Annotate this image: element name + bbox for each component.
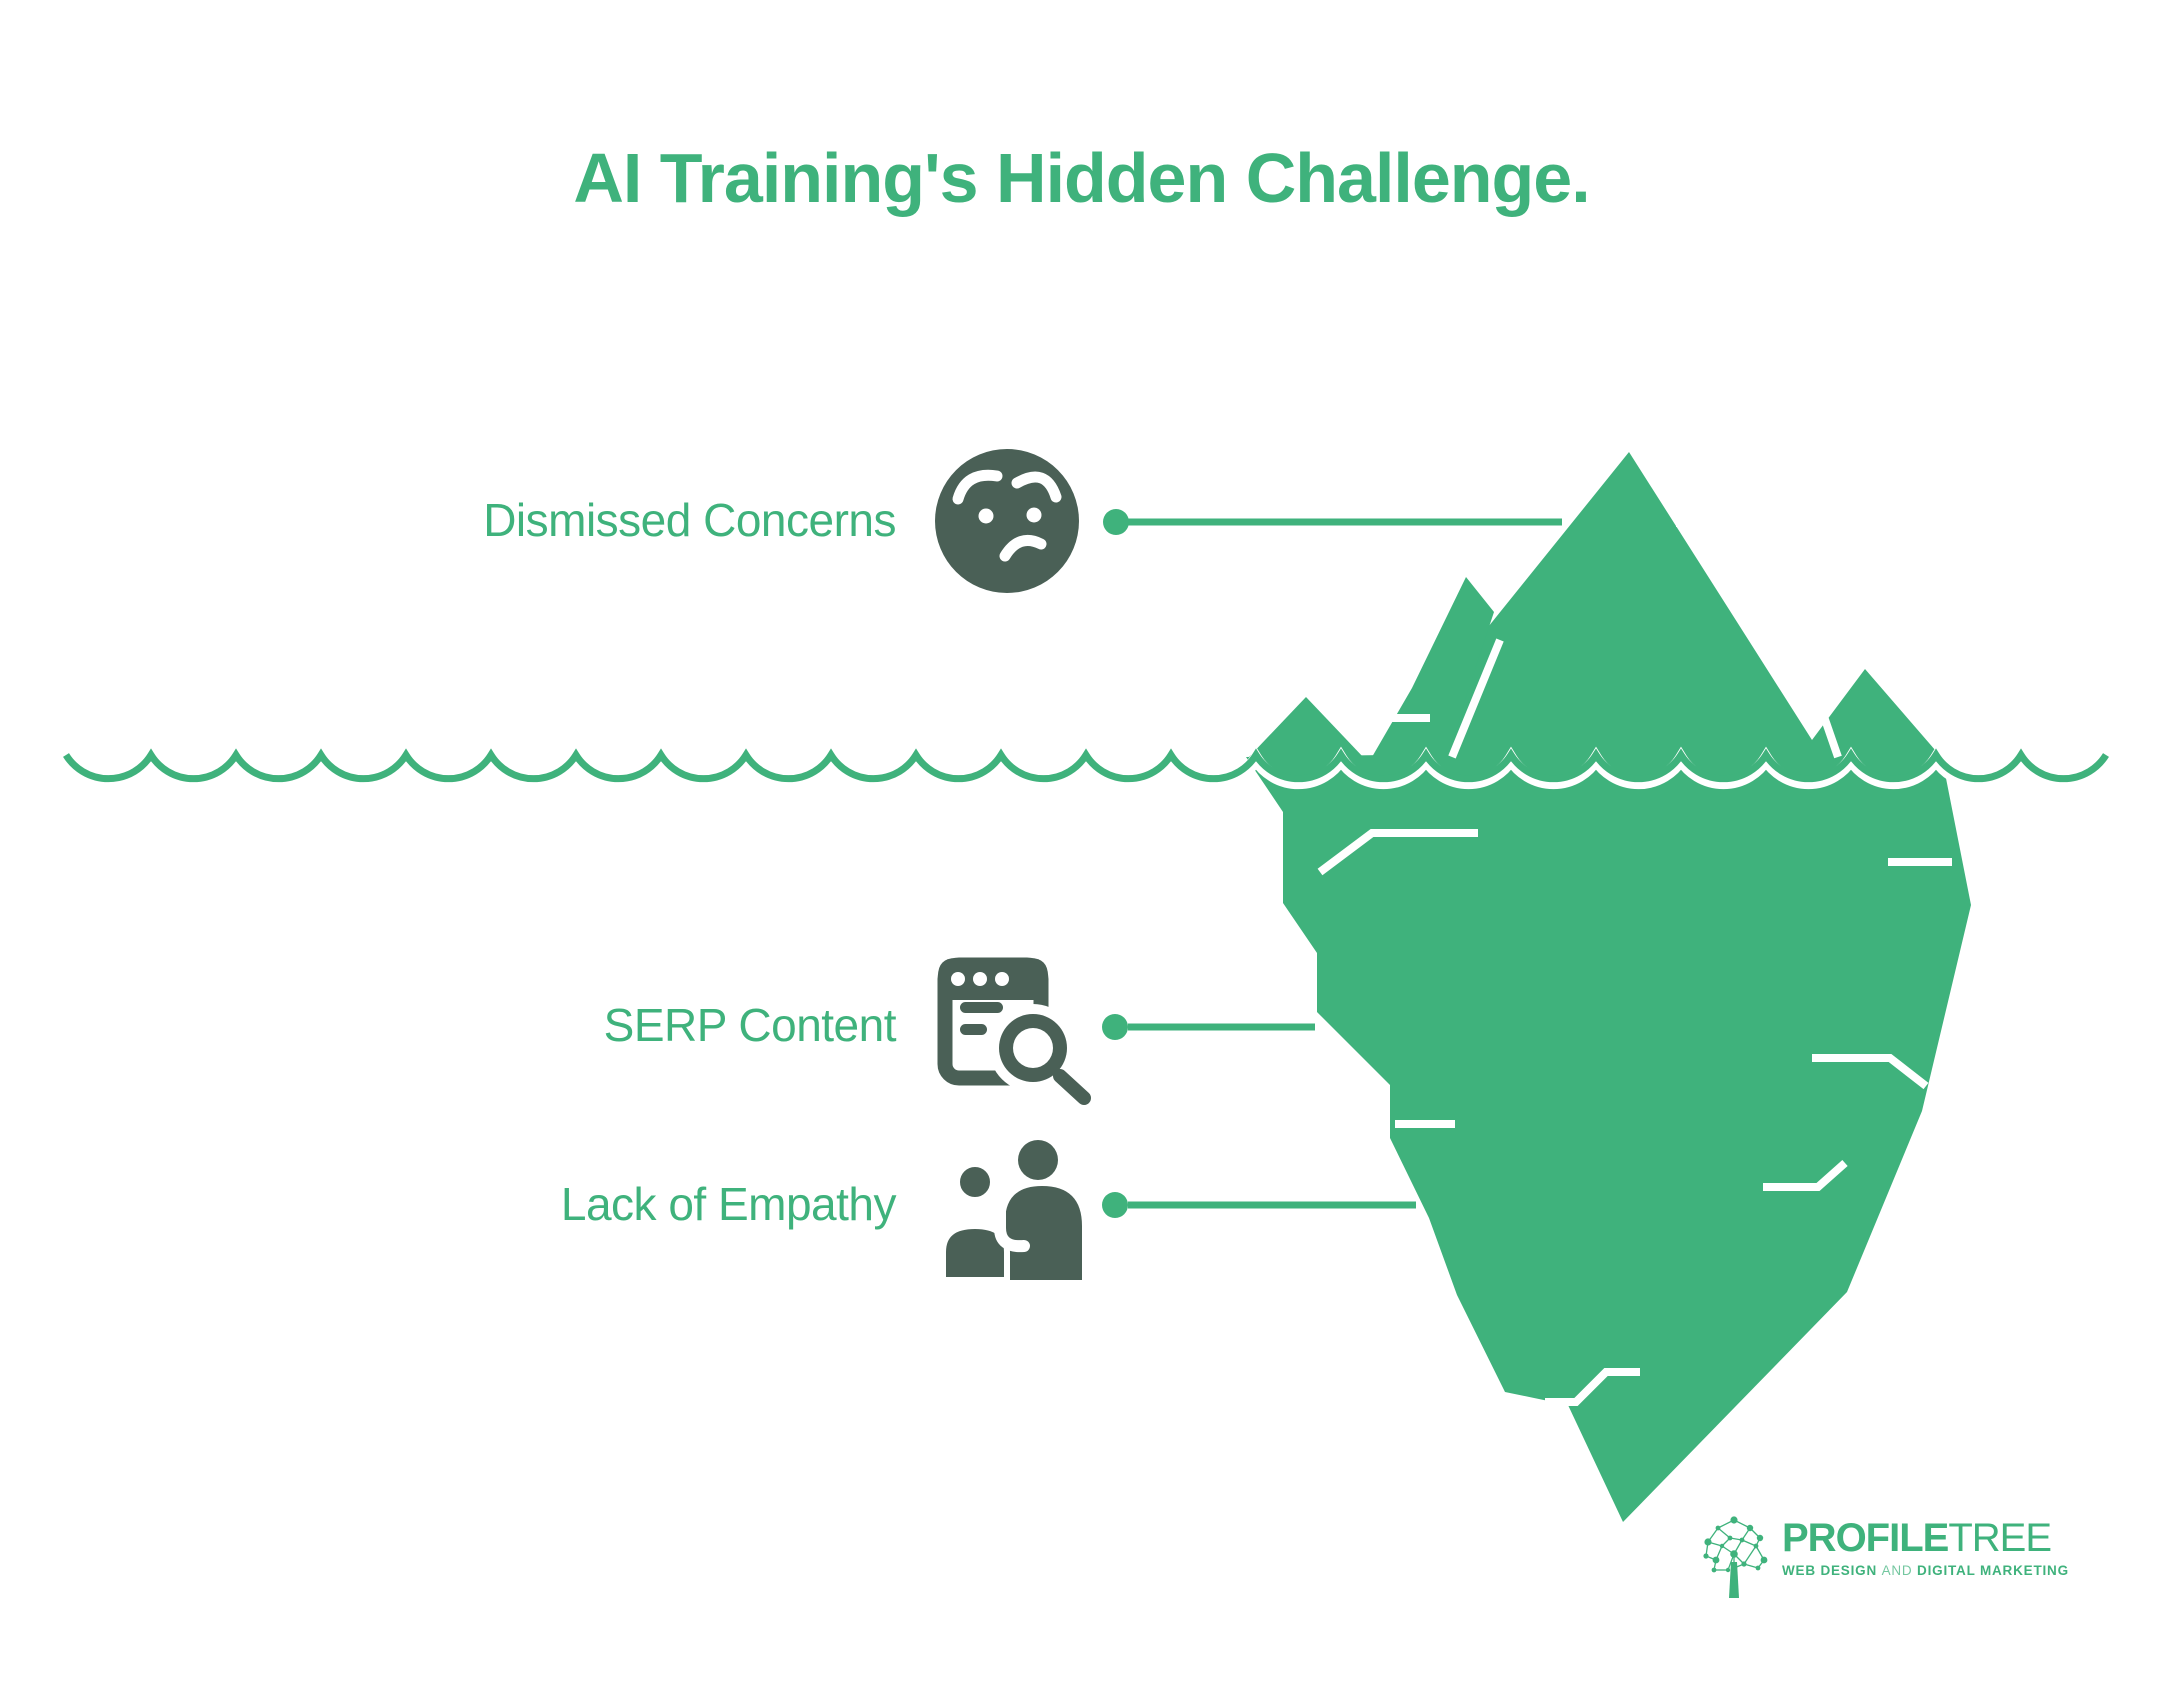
people-empathy-icon xyxy=(940,1140,1082,1283)
frown-mouth xyxy=(999,535,1047,562)
iceberg-left-small-peak xyxy=(1248,697,1364,758)
brand-name: PROFILETREE xyxy=(1782,1516,2069,1560)
iceberg xyxy=(1246,452,1971,1522)
profiletree-logo: PROFILETREE WEB DESIGN AND DIGITAL MARKE… xyxy=(1700,1516,2069,1600)
connector-dot-serp-content xyxy=(1102,1014,1128,1040)
tree-network-icon xyxy=(1703,1516,1768,1598)
brand-tree: TREE xyxy=(1948,1516,2052,1560)
person-front-head xyxy=(954,1161,996,1203)
waterline xyxy=(60,746,2112,790)
eye-left xyxy=(978,508,994,524)
browser-dot-2 xyxy=(973,972,987,986)
person-back-body xyxy=(1005,1186,1082,1280)
eyebrow-right xyxy=(1011,471,1062,503)
serp-search-icon xyxy=(937,957,1099,1113)
browser-text-line-2 xyxy=(960,1024,987,1035)
page-title: AI Training's Hidden Challenge. xyxy=(573,139,1590,217)
browser-text-line-1 xyxy=(960,1002,1003,1013)
eyebrow-left xyxy=(952,469,1003,505)
waterline-wave xyxy=(63,748,2109,783)
label-lack-of-empathy: Lack of Empathy xyxy=(560,1177,897,1230)
magnifier-handle xyxy=(1053,1069,1091,1105)
reaching-arm xyxy=(994,1184,1030,1253)
brand-profile: PROFILE xyxy=(1782,1516,1949,1560)
browser-dot-1 xyxy=(951,972,965,986)
tagline-and: AND xyxy=(1881,1563,1913,1578)
browser-dot-3 xyxy=(995,972,1009,986)
iceberg-cracks xyxy=(1317,519,1952,1406)
connector-dot-dismissed-concerns xyxy=(1103,509,1129,535)
label-dismissed-concerns: Dismissed Concerns xyxy=(483,493,896,546)
magnifier-lens xyxy=(1013,1028,1053,1068)
tagline-web-design: WEB DESIGN xyxy=(1782,1563,1878,1578)
worried-face-icon xyxy=(935,449,1079,593)
tree-trunk xyxy=(1729,1562,1739,1598)
eye-right xyxy=(1026,507,1042,523)
label-serp-content: SERP Content xyxy=(603,998,897,1051)
connectors xyxy=(1102,509,1562,1218)
iceberg-main-shape xyxy=(1246,452,1971,1522)
iceberg-left-spike xyxy=(1372,577,1494,757)
tagline-digital-marketing: DIGITAL MARKETING xyxy=(1917,1563,2069,1578)
browser-top-bar xyxy=(938,958,1048,1000)
logo-text: PROFILETREE WEB DESIGN AND DIGITAL MARKE… xyxy=(1782,1516,2069,1578)
brand-tagline: WEB DESIGN AND DIGITAL MARKETING xyxy=(1782,1563,2069,1578)
connector-dot-lack-of-empathy xyxy=(1102,1192,1128,1218)
person-back-head xyxy=(1018,1140,1058,1180)
